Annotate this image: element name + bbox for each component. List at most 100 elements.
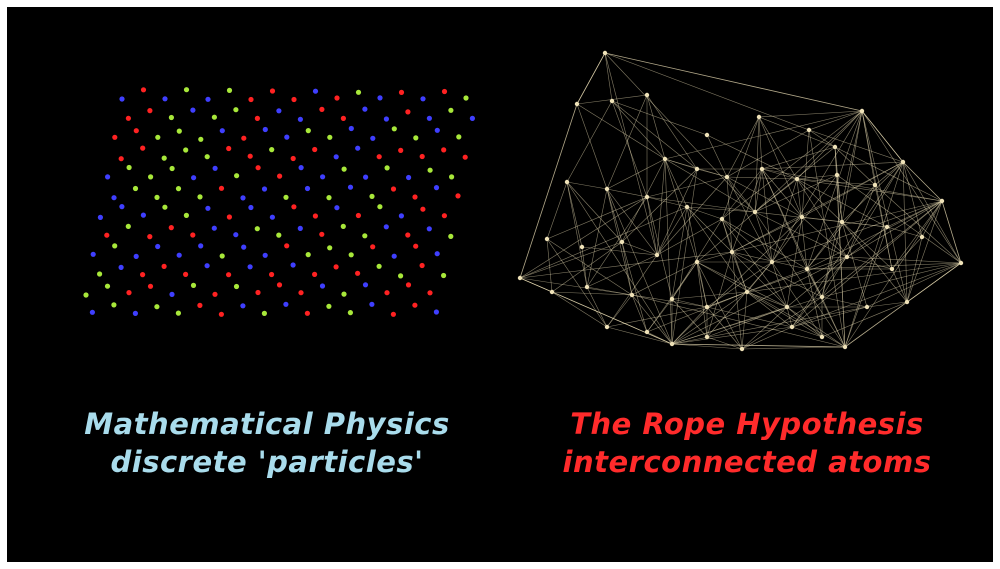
rope-line — [546, 238, 608, 328]
rope-line — [621, 241, 658, 256]
particle — [147, 283, 154, 289]
rope-line — [604, 52, 613, 102]
rope-line — [741, 306, 788, 350]
atom-node — [669, 296, 675, 302]
rope-line — [606, 294, 633, 328]
particle — [405, 109, 411, 115]
rope-line — [696, 261, 743, 350]
atom-node — [704, 132, 710, 138]
rope-line — [726, 176, 803, 218]
rope-network — [517, 50, 964, 352]
particle — [419, 153, 425, 160]
rope-line — [546, 181, 568, 240]
right-caption-line1: The Rope Hypothesis — [570, 407, 924, 441]
particle — [155, 134, 161, 140]
particle — [269, 214, 275, 220]
rope-line — [646, 196, 756, 213]
particle — [261, 310, 267, 316]
particle — [204, 263, 210, 269]
atom-node — [549, 289, 555, 295]
particle — [326, 303, 332, 309]
rope-line — [631, 261, 698, 296]
rope-line — [746, 291, 823, 338]
particle — [111, 302, 117, 308]
atom-node — [704, 304, 710, 310]
particle — [104, 232, 110, 238]
rope-line — [604, 52, 863, 112]
rope-line — [686, 206, 733, 253]
rope-line — [791, 306, 868, 328]
atom-node — [564, 179, 570, 185]
particle — [355, 212, 361, 219]
rope-line — [546, 196, 648, 240]
particle — [219, 253, 225, 259]
particle — [118, 156, 124, 162]
rope-line — [686, 206, 748, 293]
particle — [262, 126, 268, 133]
rope-line — [519, 241, 623, 279]
particle — [405, 232, 411, 238]
particle — [398, 273, 404, 279]
atom-node — [832, 144, 838, 150]
particle — [297, 116, 303, 122]
atom-node — [804, 266, 810, 272]
rope-line — [754, 211, 843, 223]
atom-node — [644, 92, 650, 98]
rope-line — [646, 94, 698, 170]
particle — [469, 115, 475, 121]
particle — [90, 251, 96, 257]
particle — [161, 155, 167, 161]
rope-line — [806, 268, 823, 338]
particle — [341, 291, 347, 297]
rope-line — [771, 110, 863, 263]
rope-line — [861, 110, 962, 264]
rope-line — [902, 161, 943, 202]
rope-line — [791, 161, 904, 328]
rope-line — [551, 241, 623, 293]
rope-line — [696, 261, 846, 348]
rope-line — [886, 226, 923, 238]
rope-line — [741, 296, 823, 350]
rope-line — [902, 161, 923, 238]
rope-line — [671, 206, 688, 300]
rope-line — [706, 261, 773, 308]
particle — [277, 173, 283, 179]
particle — [290, 155, 296, 162]
rope-line — [841, 221, 868, 308]
rope-line — [806, 184, 876, 270]
particle — [448, 107, 454, 113]
rope-line — [519, 277, 633, 296]
rope-line — [906, 236, 923, 303]
rope-line — [796, 178, 848, 258]
particle — [83, 292, 89, 298]
atom-node — [724, 174, 730, 180]
atom-node — [619, 239, 625, 245]
particle — [97, 271, 103, 277]
rope-line — [866, 262, 962, 308]
rope-line — [874, 161, 904, 186]
rope-line — [646, 291, 748, 333]
rope-line — [671, 306, 868, 345]
atom-node — [752, 209, 758, 215]
particle — [133, 128, 139, 134]
rope-line — [631, 294, 673, 345]
particle — [377, 204, 383, 210]
particle — [312, 88, 319, 94]
particle — [218, 311, 224, 317]
particle — [355, 89, 362, 95]
rope-line — [631, 294, 708, 308]
atom-node — [789, 324, 795, 330]
particle — [234, 173, 240, 179]
rope-line — [841, 110, 863, 223]
particle — [284, 243, 290, 249]
particle — [334, 95, 340, 101]
particle — [169, 291, 175, 297]
particle — [390, 311, 396, 317]
particle — [175, 310, 181, 316]
particle — [362, 233, 368, 239]
rope-line — [721, 168, 763, 220]
particle — [140, 212, 146, 218]
rope-line — [581, 246, 588, 288]
particle — [376, 154, 382, 160]
particle — [334, 205, 340, 211]
